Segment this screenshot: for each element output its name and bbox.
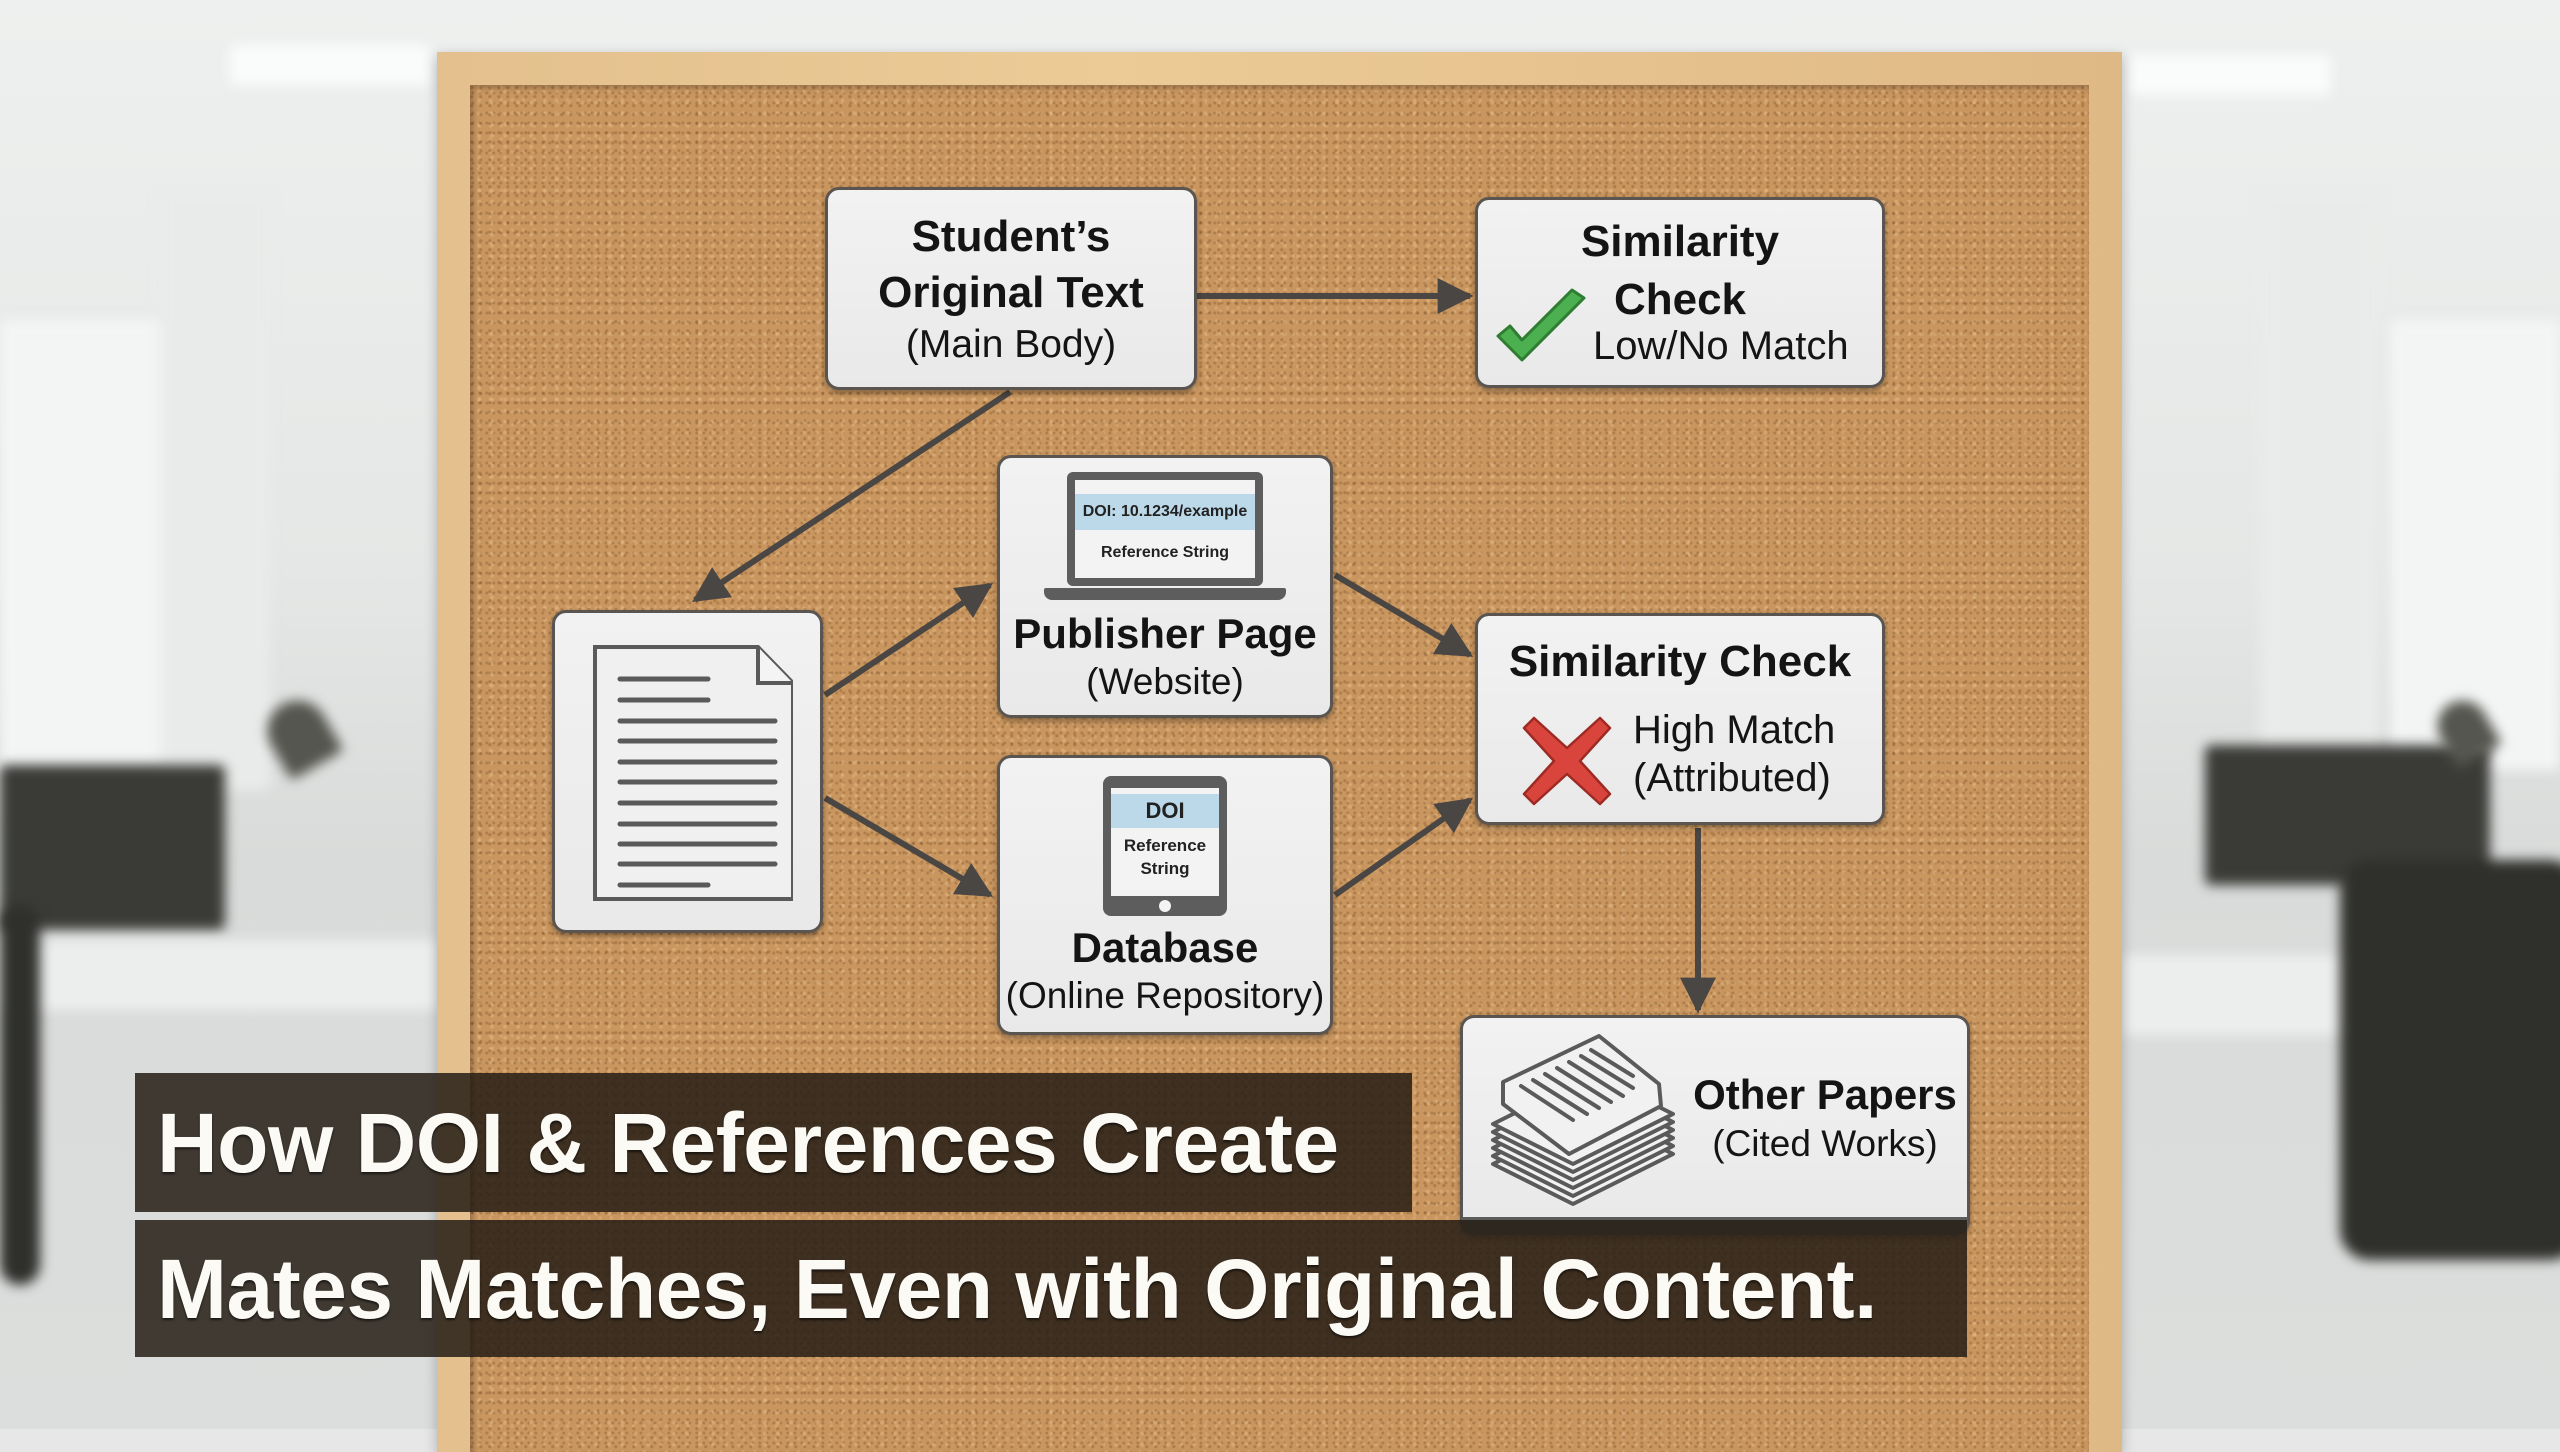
node-student-original-text: Student’s Original Text (Main Body) (825, 187, 1197, 390)
node-document (552, 610, 823, 933)
node-title: Similarity Check (1508, 637, 1852, 686)
node-result: High Match (Attributed) (1633, 706, 1835, 802)
node-title: Database (1071, 924, 1259, 971)
ceiling-light (230, 45, 430, 85)
check-icon (1496, 288, 1586, 362)
result-line: (Attributed) (1633, 756, 1831, 800)
screen-doi-text: DOI (1111, 794, 1219, 828)
node-title: Similarity (1580, 217, 1780, 266)
node-title: Original Text (878, 267, 1144, 317)
office-chair (0, 905, 40, 1285)
node-subtitle: (Online Repository) (1005, 975, 1325, 1016)
node-publisher-page: DOI: 10.1234/example Reference String Pu… (997, 455, 1333, 718)
x-icon (1522, 716, 1612, 806)
node-similarity-check-high: Similarity Check High Match (Attributed) (1475, 613, 1885, 825)
screen-reference-text: String (1140, 859, 1190, 878)
document-icon (592, 644, 793, 901)
node-title: Publisher Page (1013, 610, 1317, 657)
desk (0, 940, 440, 1010)
node-subtitle: (Website) (1086, 661, 1244, 702)
pillar (2260, 190, 2380, 790)
node-title: Other Papers (1693, 1070, 1957, 1118)
tablet-icon: DOI Reference String (1103, 776, 1227, 916)
node-other-papers: Other Papers (Cited Works) (1460, 1015, 1970, 1235)
caption-line-1: How DOI & References Create (135, 1073, 1412, 1212)
monitor (0, 765, 225, 930)
window (2390, 320, 2560, 770)
node-title: Student’s (911, 211, 1111, 261)
screen-reference-text: Reference (1123, 836, 1207, 855)
caption-text: Mates Matches, Even with Original Conten… (157, 1241, 1877, 1336)
result-line: High Match (1633, 708, 1836, 752)
caption-text: How DOI & References Create (157, 1095, 1339, 1190)
screen-doi-text: DOI: 10.1234/example (1082, 503, 1248, 520)
ceiling-light (2130, 55, 2330, 95)
office-chair (2340, 860, 2560, 1260)
caption-line-2: Mates Matches, Even with Original Conten… (135, 1220, 1967, 1357)
node-similarity-check-low: Similarity Check Low/No Match (1475, 197, 1885, 388)
paper-stack-icon (1491, 1033, 1675, 1206)
node-subtitle: (Main Body) (905, 322, 1117, 366)
node-subtitle: (Cited Works) (1712, 1122, 1938, 1164)
node-result: Low/No Match (1593, 324, 1849, 368)
node-title: Check (1613, 275, 1747, 324)
pillar (160, 190, 270, 790)
laptop-icon: DOI: 10.1234/example Reference String (1044, 472, 1286, 604)
screen-reference-text: Reference String (1100, 544, 1230, 561)
node-database: DOI Reference String Database (Online Re… (997, 755, 1333, 1035)
